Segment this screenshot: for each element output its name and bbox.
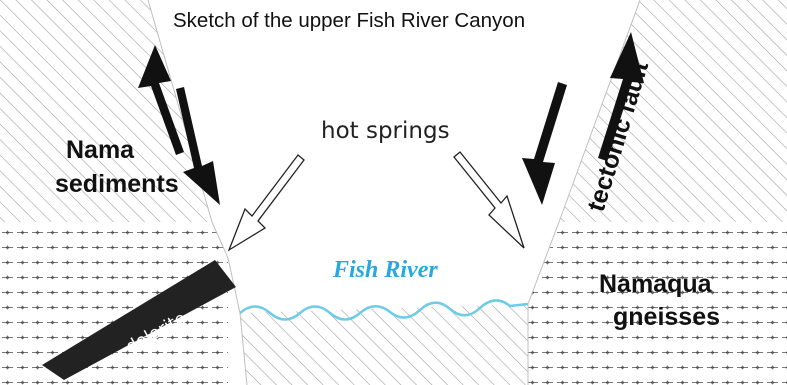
- namaqua-label-line2: gneisses: [613, 303, 720, 331]
- diagram-title: Sketch of the upper Fish River Canyon: [173, 9, 525, 32]
- nama-label-line1: Nama: [66, 136, 135, 164]
- hot-spring-arrow-right: [454, 152, 524, 248]
- hot-springs-label: hot springs: [321, 118, 450, 144]
- hot-spring-arrow-left: [229, 155, 304, 250]
- namaqua-label-line1: Namaqua: [599, 270, 713, 298]
- canyon-floor-sediment: [240, 304, 528, 385]
- nama-label-line2: sediments: [55, 170, 179, 198]
- fault-arrow-right-down: [522, 82, 567, 205]
- fish-river-label: Fish River: [332, 257, 438, 283]
